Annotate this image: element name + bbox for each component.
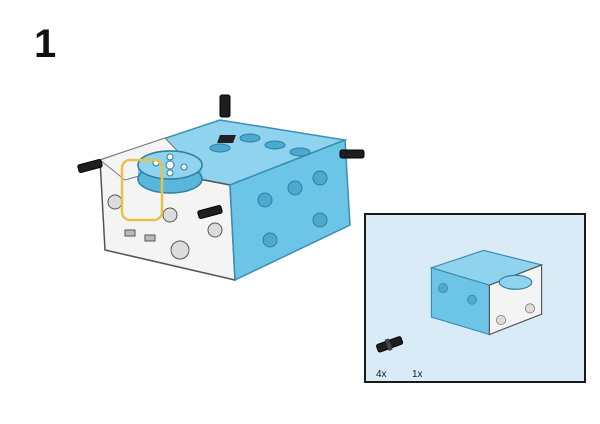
- quantity-pins: 4x: [376, 369, 387, 380]
- motor-icon: [429, 249, 544, 336]
- motor-illustration: [77, 94, 365, 282]
- step-number: 1: [34, 22, 57, 66]
- connector-pin-icon: [77, 94, 365, 220]
- quantity-motor: 1x: [412, 369, 423, 380]
- callout-highlight: [120, 158, 164, 222]
- parts-panel: 4x 1x: [364, 213, 586, 383]
- connector-pin-icon: [376, 336, 404, 353]
